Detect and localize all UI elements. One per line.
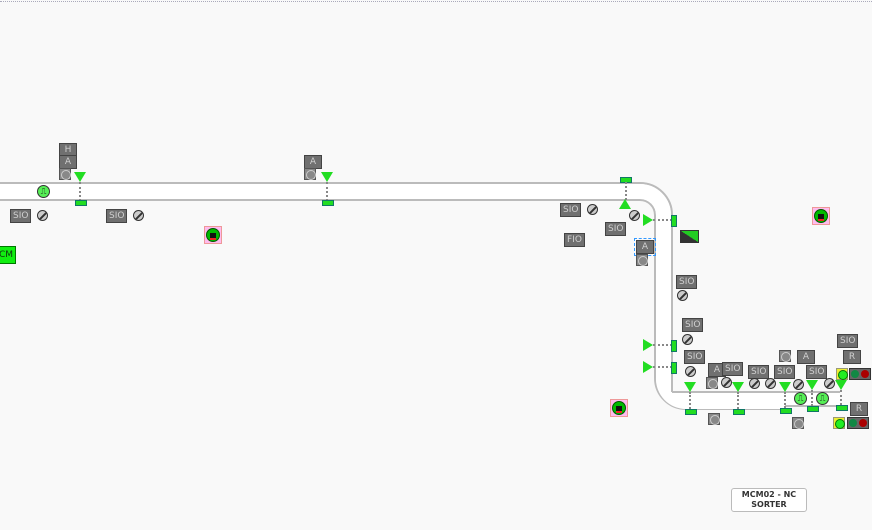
motor-pulse-icon[interactable]: ⎍ [794, 392, 807, 405]
motor-pulse-icon[interactable]: ⎍ [37, 185, 50, 198]
diverter-icon[interactable] [680, 230, 699, 243]
sio-label[interactable]: SIO [676, 275, 698, 289]
sio-label[interactable]: SIO [682, 318, 704, 332]
disabled-icon[interactable] [133, 210, 144, 221]
photo-eye-icon[interactable] [74, 172, 86, 182]
disabled-icon[interactable] [824, 378, 835, 389]
photo-eye-icon[interactable] [643, 214, 653, 226]
canvas-top-border [0, 1, 872, 2]
disabled-icon[interactable] [629, 210, 640, 221]
disabled-icon[interactable] [749, 378, 760, 389]
beacon-icon[interactable] [836, 368, 848, 380]
photo-eye-icon[interactable] [619, 199, 631, 209]
beacon-icon[interactable] [833, 417, 845, 429]
auto-mode-label[interactable]: A [59, 155, 77, 169]
sio-label[interactable]: SIO [684, 350, 706, 364]
status-circle-icon[interactable] [59, 168, 71, 180]
camera-icon[interactable] [204, 226, 222, 244]
mcm-title: MCM02 - NC [741, 490, 797, 499]
status-circle-icon[interactable] [636, 254, 648, 266]
status-circle-icon[interactable] [779, 350, 791, 362]
photo-eye-reflector [671, 362, 677, 374]
mcm-area-label[interactable]: MCM02 - NC SORTER [731, 488, 807, 512]
camera-icon[interactable] [812, 207, 830, 225]
sio-label[interactable]: SIO [806, 365, 828, 379]
photo-eye-reflector [671, 215, 677, 227]
photo-eye-reflector [75, 200, 87, 206]
disabled-icon[interactable] [793, 379, 804, 390]
photo-eye-reflector [685, 409, 697, 415]
cm-button[interactable]: CM [0, 246, 16, 264]
auto-mode-label[interactable]: A [797, 350, 815, 364]
camera-icon[interactable] [610, 399, 628, 417]
sio-label[interactable]: SIO [748, 365, 770, 379]
photo-eye-reflector [836, 405, 848, 411]
disabled-icon[interactable] [721, 377, 732, 388]
status-circle-icon[interactable] [792, 417, 804, 429]
photo-eye-icon[interactable] [643, 339, 653, 351]
disabled-icon[interactable] [37, 210, 48, 221]
sio-label[interactable]: SIO [837, 334, 859, 348]
disabled-icon[interactable] [677, 290, 688, 301]
status-circle-icon[interactable] [304, 168, 316, 180]
auto-mode-label[interactable]: A [708, 363, 726, 377]
sio-label[interactable]: SIO [106, 209, 128, 223]
disabled-icon[interactable] [765, 378, 776, 389]
stack-light-icon[interactable] [847, 417, 869, 429]
sio-label[interactable]: SIO [560, 203, 582, 217]
photo-eye-icon[interactable] [806, 380, 818, 390]
photo-eye-reflector [322, 200, 334, 206]
photo-eye-icon[interactable] [643, 361, 653, 373]
reset-label[interactable]: R [843, 350, 861, 364]
disabled-icon[interactable] [685, 366, 696, 377]
sio-label[interactable]: SIO [10, 209, 32, 223]
photo-eye-reflector [671, 340, 677, 352]
status-circle-icon[interactable] [708, 413, 720, 425]
sio-label[interactable]: SIO [774, 365, 796, 379]
stack-light-icon[interactable] [849, 368, 871, 380]
reset-label[interactable]: R [850, 402, 868, 416]
conveyor-outer-edge [0, 182, 673, 392]
auto-mode-label[interactable]: A [304, 155, 322, 169]
photo-eye-icon[interactable] [732, 382, 744, 392]
sio-label[interactable]: SIO [605, 222, 627, 236]
auto-mode-label-selected[interactable]: A [634, 238, 656, 256]
status-circle-icon[interactable] [706, 377, 718, 389]
photo-eye-icon[interactable] [321, 172, 333, 182]
photo-eye-icon[interactable] [835, 380, 847, 390]
fio-label[interactable]: FIO [564, 233, 585, 247]
disabled-icon[interactable] [682, 334, 693, 345]
sio-label[interactable]: SIO [722, 362, 744, 376]
disabled-icon[interactable] [587, 204, 598, 215]
mcm-subtitle: SORTER [751, 500, 787, 509]
photo-eye-reflector [780, 408, 792, 414]
photo-eye-icon[interactable] [779, 382, 791, 392]
photo-eye-icon[interactable] [684, 382, 696, 392]
photo-eye-reflector [733, 409, 745, 415]
photo-eye-reflector [807, 406, 819, 412]
motor-pulse-icon[interactable]: ⎍ [816, 392, 829, 405]
